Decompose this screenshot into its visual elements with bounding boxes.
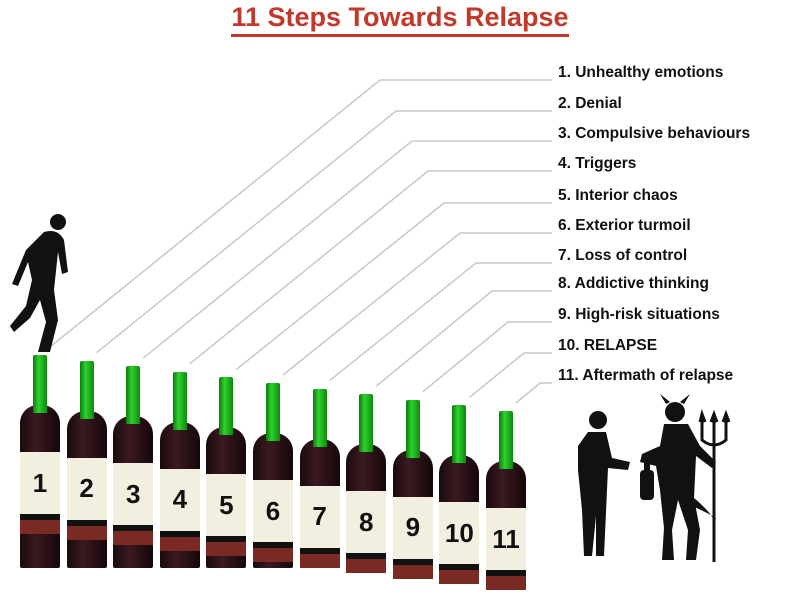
bottle-label: 10 [439,502,480,565]
step-item: 8. Addictive thinking [558,275,709,292]
step-item: 6. Exterior turmoil [558,217,691,234]
man-with-bottle-icon [578,411,630,556]
walking-man-icon [10,214,68,352]
step-item: 3. Compulsive behaviours [558,125,751,142]
bottle-2: 2 [66,360,107,568]
leader-line [515,382,552,404]
leader-line [375,290,552,387]
step-item: 9. High-risk situations [558,306,720,323]
trident-icon [698,408,731,562]
page-title: 11 Steps Towards Relapse [0,2,800,37]
step-item: 4. Triggers [558,155,637,172]
leader-line [96,110,552,354]
bottle-neck [79,360,94,419]
bottle-label: 9 [392,496,433,559]
leader-line [235,202,552,370]
bottle-label: 6 [253,480,293,542]
leader-line [189,170,552,365]
bottle-neck [405,399,420,458]
bottle-band [346,553,387,574]
leader-line [142,140,552,359]
bottle-neck [33,355,47,413]
bottle-neck [219,377,234,436]
step-item: 7. Loss of control [558,247,688,264]
bottle-label: 5 [206,474,247,537]
bottle-7: 7 [299,388,340,568]
bottle-label: 2 [66,457,107,520]
leader-line [49,79,552,348]
leader-line [468,352,552,398]
bottle-band [20,514,60,534]
bottle-neck [126,366,141,425]
bottle-label: 8 [346,491,387,554]
bottle-band [253,542,293,562]
bottle-in-hand-icon [640,458,654,500]
bottle-band [486,570,526,590]
bottle-3: 3 [113,366,154,568]
title-text: 11 Steps Towards Relapse [231,2,569,37]
bottle-label: 4 [159,468,200,531]
bottle-8: 8 [346,394,387,574]
step-item: 11. Aftermath of relapse [558,367,734,384]
step-item: 2. Denial [558,95,622,112]
step-item: 10. RELAPSE [558,337,658,354]
bottle-neck [312,388,327,447]
bottle-neck [172,371,187,430]
bottle-band [66,519,107,540]
step-item: 1. Unhealthy emotions [558,64,724,81]
bottle-6: 6 [253,383,293,568]
leader-line [282,232,552,376]
bottle-band [392,558,433,579]
bottle-neck [266,383,280,441]
bottle-1: 1 [20,355,60,568]
bottle-neck [452,405,467,464]
bottle-band [113,525,154,546]
bottle-label: 1 [20,452,60,514]
bottle-band [299,547,340,568]
leader-line [422,321,552,393]
bottle-neck [359,394,374,453]
bottle-11: 11 [486,411,526,590]
step-item: 5. Interior chaos [558,187,678,204]
bottle-band [206,536,247,557]
bottle-10: 10 [439,405,480,585]
bottle-5: 5 [206,377,247,568]
bottle-neck [499,411,513,469]
bottle-label: 3 [113,463,154,526]
bottle-band [159,530,200,551]
bottle-label: 7 [299,485,340,548]
bottle-4: 4 [159,371,200,568]
bottle-label: 11 [486,508,526,570]
bottle-band [439,564,480,585]
leader-line [329,262,552,382]
devil-icon [640,394,716,560]
bottle-9: 9 [392,399,433,579]
